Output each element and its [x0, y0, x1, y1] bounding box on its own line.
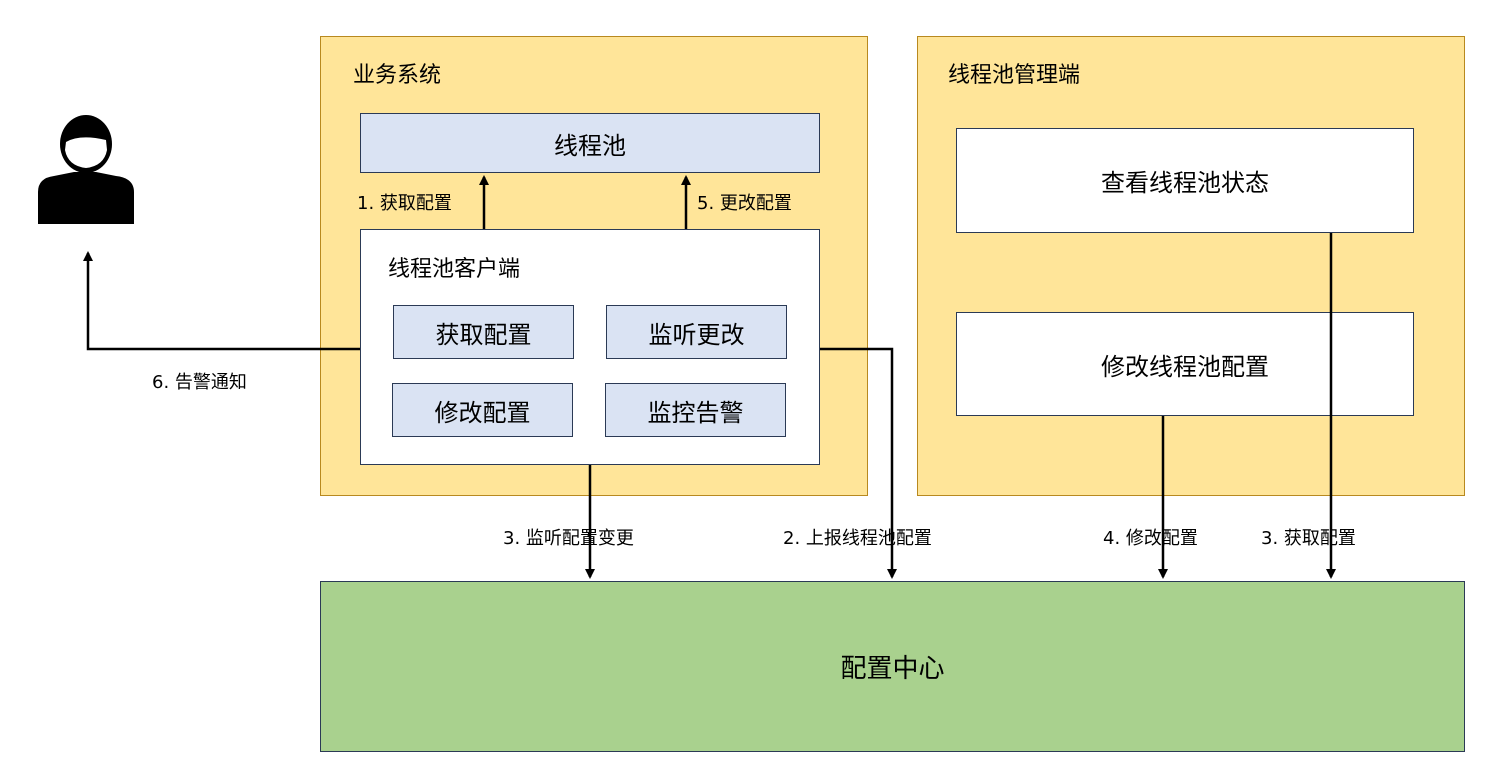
listen-change-box[interactable]: 监听更改	[606, 305, 787, 359]
edge-alert-notify-line	[83, 251, 360, 351]
modify-pool-config-box[interactable]: 修改线程池配置	[956, 312, 1414, 416]
edge-label-alert-notify: 6. 告警通知	[152, 372, 247, 393]
admin-panel-title: 线程池管理端	[948, 63, 1081, 88]
thread-pool-client-title: 线程池客户端	[388, 257, 521, 282]
fetch-config-box[interactable]: 获取配置	[393, 305, 574, 359]
edge-label-report-config: 2. 上报线程池配置	[783, 528, 932, 549]
edge-report-config-line	[820, 347, 897, 579]
monitor-alert-box[interactable]: 监控告警	[605, 383, 786, 437]
user-icon	[38, 115, 134, 224]
business-system-title: 业务系统	[353, 63, 442, 88]
edge-label-admin-fetch: 3. 获取配置	[1261, 528, 1356, 549]
edge-label-change-config: 5. 更改配置	[697, 193, 792, 214]
edge-label-fetch-config: 1. 获取配置	[357, 193, 452, 214]
config-center-box[interactable]: 配置中心	[320, 581, 1465, 752]
modify-config-box[interactable]: 修改配置	[392, 383, 573, 437]
edge-label-modify-config: 4. 修改配置	[1103, 528, 1198, 549]
view-status-box[interactable]: 查看线程池状态	[956, 128, 1414, 233]
thread-pool-box[interactable]: 线程池	[360, 113, 820, 173]
edge-label-listen-change: 3. 监听配置变更	[503, 528, 634, 549]
admin-panel: 线程池管理端	[917, 36, 1465, 496]
